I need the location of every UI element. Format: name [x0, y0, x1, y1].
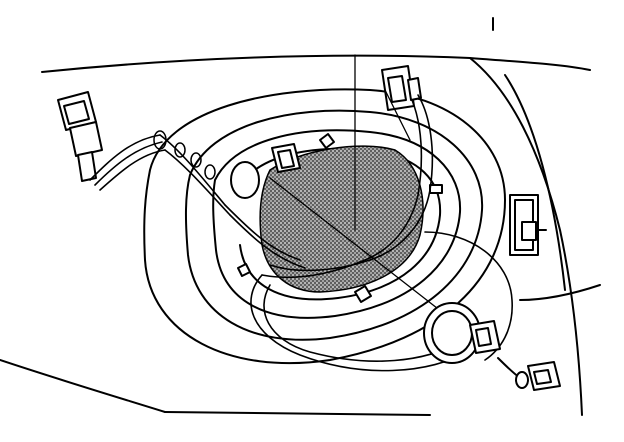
wiring-harness-right [261, 94, 434, 279]
harness-grommets [153, 130, 216, 180]
bulb [497, 357, 561, 391]
harness-connector-left [57, 91, 103, 182]
lamp-housing-opening [143, 88, 506, 365]
harness-connector-top [381, 65, 422, 111]
body-panel [0, 17, 601, 416]
bulb-socket [230, 143, 301, 199]
retaining-tabs [237, 133, 443, 303]
side-connector-mount [509, 194, 547, 256]
removed-lamp-socket [423, 302, 501, 364]
